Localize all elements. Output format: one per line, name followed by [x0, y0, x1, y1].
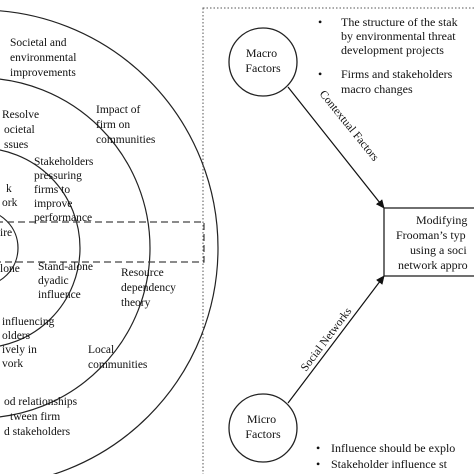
contextual-arrow — [287, 86, 385, 209]
macro-factors-node: Macro Factors — [228, 27, 298, 97]
contextual-factors-label: Contextual Factors — [317, 88, 382, 164]
impact-label: Impact of firm on communities — [96, 104, 156, 146]
social-arrow — [287, 275, 385, 404]
top-bullet-1: The structure of the stak by environment… — [341, 15, 461, 57]
result-box-label: Modifying Frooman’s typ using a soci net… — [396, 213, 470, 272]
outer-ring — [0, 10, 219, 474]
bottom-bullet-glyph-2: • — [316, 457, 320, 471]
outer-ring-label: Societal and environmental improvements — [10, 37, 79, 79]
inner-ring — [0, 214, 19, 282]
influencing-stakeholders-label: influencing olders ively in vork — [2, 316, 57, 370]
top-bullet-glyph-1: • — [318, 15, 322, 29]
dyadic-influence-label: Stand-alone dyadic influence — [38, 261, 96, 301]
macro-factors-label: Macro Factors — [245, 46, 281, 75]
inner-ire-label: ire — [0, 227, 12, 239]
bottom-bullet-1: Influence should be explo — [331, 441, 455, 455]
right-panel-frame — [202, 7, 474, 474]
bottom-bullet-list: • Influence should be explo • Stakeholde… — [316, 441, 455, 471]
second-ring — [0, 78, 151, 418]
social-networks-label: Social Networks — [299, 305, 355, 374]
inner-work-label: k ork — [2, 183, 18, 209]
concentric-circles — [0, 10, 219, 474]
inner-alone-label: lone — [0, 263, 20, 275]
good-relationships-label: od relationships tween firm d stakeholde… — [4, 396, 80, 438]
bottom-bullet-glyph-1: • — [316, 441, 320, 455]
micro-factors-node: Micro Factors — [228, 393, 298, 463]
top-bullet-list: • The structure of the stak by environme… — [318, 15, 461, 96]
top-bullet-glyph-2: • — [318, 67, 322, 81]
resolve-issues-label: Resolve ocietal ssues — [2, 109, 42, 151]
micro-factors-label: Micro Factors — [245, 412, 281, 441]
dashed-highlight — [0, 221, 205, 263]
result-box: Modifying Frooman’s typ using a soci net… — [383, 207, 474, 277]
resource-dependency-label: Resource dependency theory — [121, 267, 179, 309]
third-ring — [0, 149, 81, 347]
local-communities-label: Local communities — [88, 344, 148, 371]
top-bullet-2: Firms and stakeholders macro changes — [341, 67, 455, 96]
stakeholders-pressuring-label: Stakeholders pressuring firms to improve… — [34, 156, 96, 224]
bottom-bullet-2: Stakeholder influence st — [331, 457, 448, 471]
